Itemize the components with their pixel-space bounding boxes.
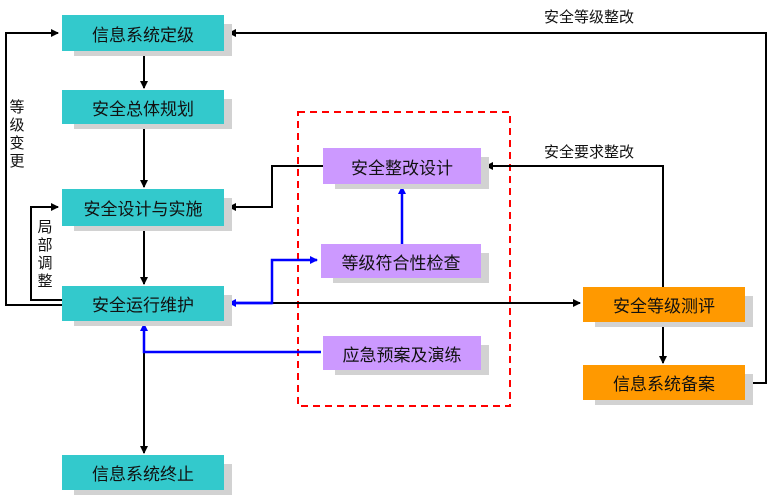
box-overall-planning-label: 安全总体规划	[92, 99, 194, 120]
box-rectify-design-label: 安全整改设计	[351, 158, 453, 179]
label-local-adjust: 局部调整	[37, 218, 53, 290]
arrow-rectify-to-design	[228, 165, 323, 211]
label-requirement-rectify: 安全要求整改	[544, 143, 635, 161]
box-level-evaluation-label: 安全等级测评	[613, 297, 715, 317]
box-emergency-drill-label: 应急预案及演练	[342, 345, 462, 366]
box-system-filing: 信息系统备案	[583, 365, 745, 400]
box-level-evaluation: 安全等级测评	[583, 287, 745, 322]
box-system-termination: 信息系统终止	[62, 455, 224, 490]
box-overall-planning: 安全总体规划	[62, 90, 224, 124]
box-system-rating: 信息系统定级	[62, 15, 224, 51]
box-compliance-check: 等级符合性检查	[321, 244, 481, 278]
arrow-level-rectify	[228, 29, 767, 384]
box-rectify-design: 安全整改设计	[323, 148, 481, 184]
label-level-rectify: 安全等级整改	[544, 8, 635, 26]
arrow-level-change	[5, 29, 62, 306]
box-system-filing-label: 信息系统备案	[613, 375, 715, 395]
arrow-requirement-rectify	[485, 162, 664, 287]
box-system-termination-label: 信息系统终止	[92, 465, 194, 485]
box-emergency-drill: 应急预案及演练	[323, 336, 481, 370]
box-compliance-check-label: 等级符合性检查	[341, 253, 461, 274]
box-design-implementation: 安全设计与实施	[62, 189, 224, 226]
arrow-operation-to-compliance	[224, 256, 318, 305]
arrow-emergency-to-operation	[140, 323, 321, 354]
label-level-change: 等级变更	[9, 98, 25, 170]
arrow-local-adjust	[30, 203, 62, 301]
box-system-rating-label: 信息系统定级	[92, 25, 194, 46]
box-operation-maintenance: 安全运行维护	[62, 286, 224, 321]
box-operation-maintenance-label: 安全运行维护	[92, 296, 194, 316]
box-design-implementation-label: 安全设计与实施	[83, 200, 203, 220]
